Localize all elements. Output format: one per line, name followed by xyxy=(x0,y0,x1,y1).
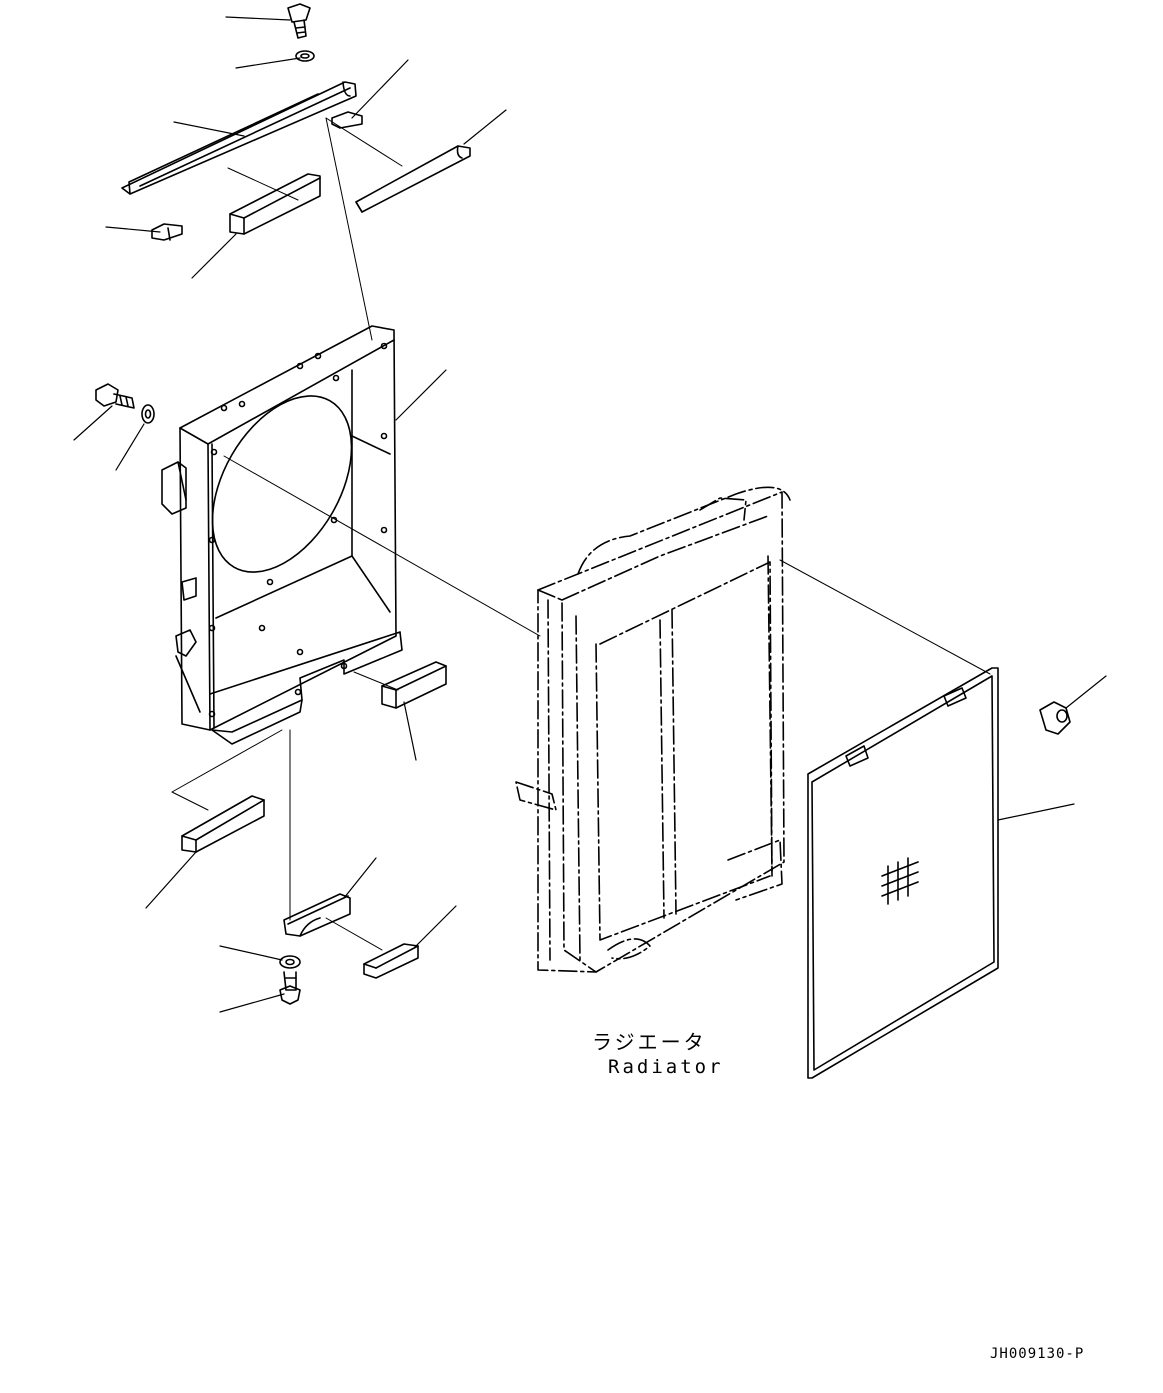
top-washer xyxy=(295,50,315,62)
radiator-label-japanese: ラジエータ xyxy=(592,1030,707,1054)
bottom-rubber-block-left xyxy=(181,795,265,853)
top-spacer-pad-right xyxy=(331,111,363,129)
bottom-bolt xyxy=(279,971,301,1005)
drawing-code: JH009130-P xyxy=(990,1346,1085,1362)
side-bolt xyxy=(95,383,135,409)
bottom-rubber-strip xyxy=(363,943,419,979)
top-clip-left xyxy=(151,223,183,241)
radiator-outline xyxy=(515,486,791,973)
fan-shroud xyxy=(161,325,403,745)
screen-clip xyxy=(1039,701,1071,735)
top-rubber-block-left xyxy=(229,173,321,235)
side-washer xyxy=(141,404,155,424)
top-bracket xyxy=(121,81,357,195)
alignment-lines xyxy=(171,117,991,951)
bottom-rubber-block-right xyxy=(381,661,447,709)
top-bolt xyxy=(287,3,311,39)
bottom-bracket xyxy=(283,893,351,937)
bottom-nut xyxy=(279,955,301,969)
leader-lines xyxy=(73,16,1107,1013)
radiator-screen xyxy=(807,667,999,1079)
radiator-label-english: Radiator xyxy=(608,1056,724,1078)
top-rubber-strip-right xyxy=(355,145,471,213)
